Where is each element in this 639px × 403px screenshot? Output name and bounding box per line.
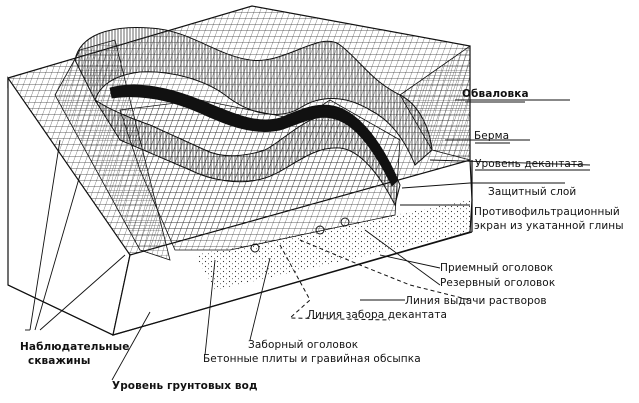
label-groundwater-level: Уровень грунтовых вод <box>112 380 258 392</box>
label-concrete-slabs: Бетонные плиты и гравийная обсыпка <box>203 353 421 365</box>
label-antifiltration-2: экран из укатанной глины <box>474 220 624 232</box>
label-discharge-line: Линия выдачи растворов <box>405 295 547 307</box>
label-antifiltration-1: Противофильтрационный <box>474 206 620 218</box>
label-intake-head: Заборный оголовок <box>248 339 358 351</box>
label-berm: Берма <box>474 130 509 142</box>
label-observation-wells-1: Наблюдательные <box>20 341 129 353</box>
label-reserve-head: Резервный оголовок <box>440 277 555 289</box>
label-protective-layer: Защитный слой <box>488 186 576 198</box>
label-receiving-head: Приемный оголовок <box>440 262 553 274</box>
label-embankment: Обваловка <box>462 88 529 100</box>
label-decantate-intake-line: Линия забора декантата <box>307 309 447 321</box>
label-observation-wells-2: скважины <box>28 355 90 367</box>
label-decantate-level: Уровень декантата <box>475 158 584 170</box>
